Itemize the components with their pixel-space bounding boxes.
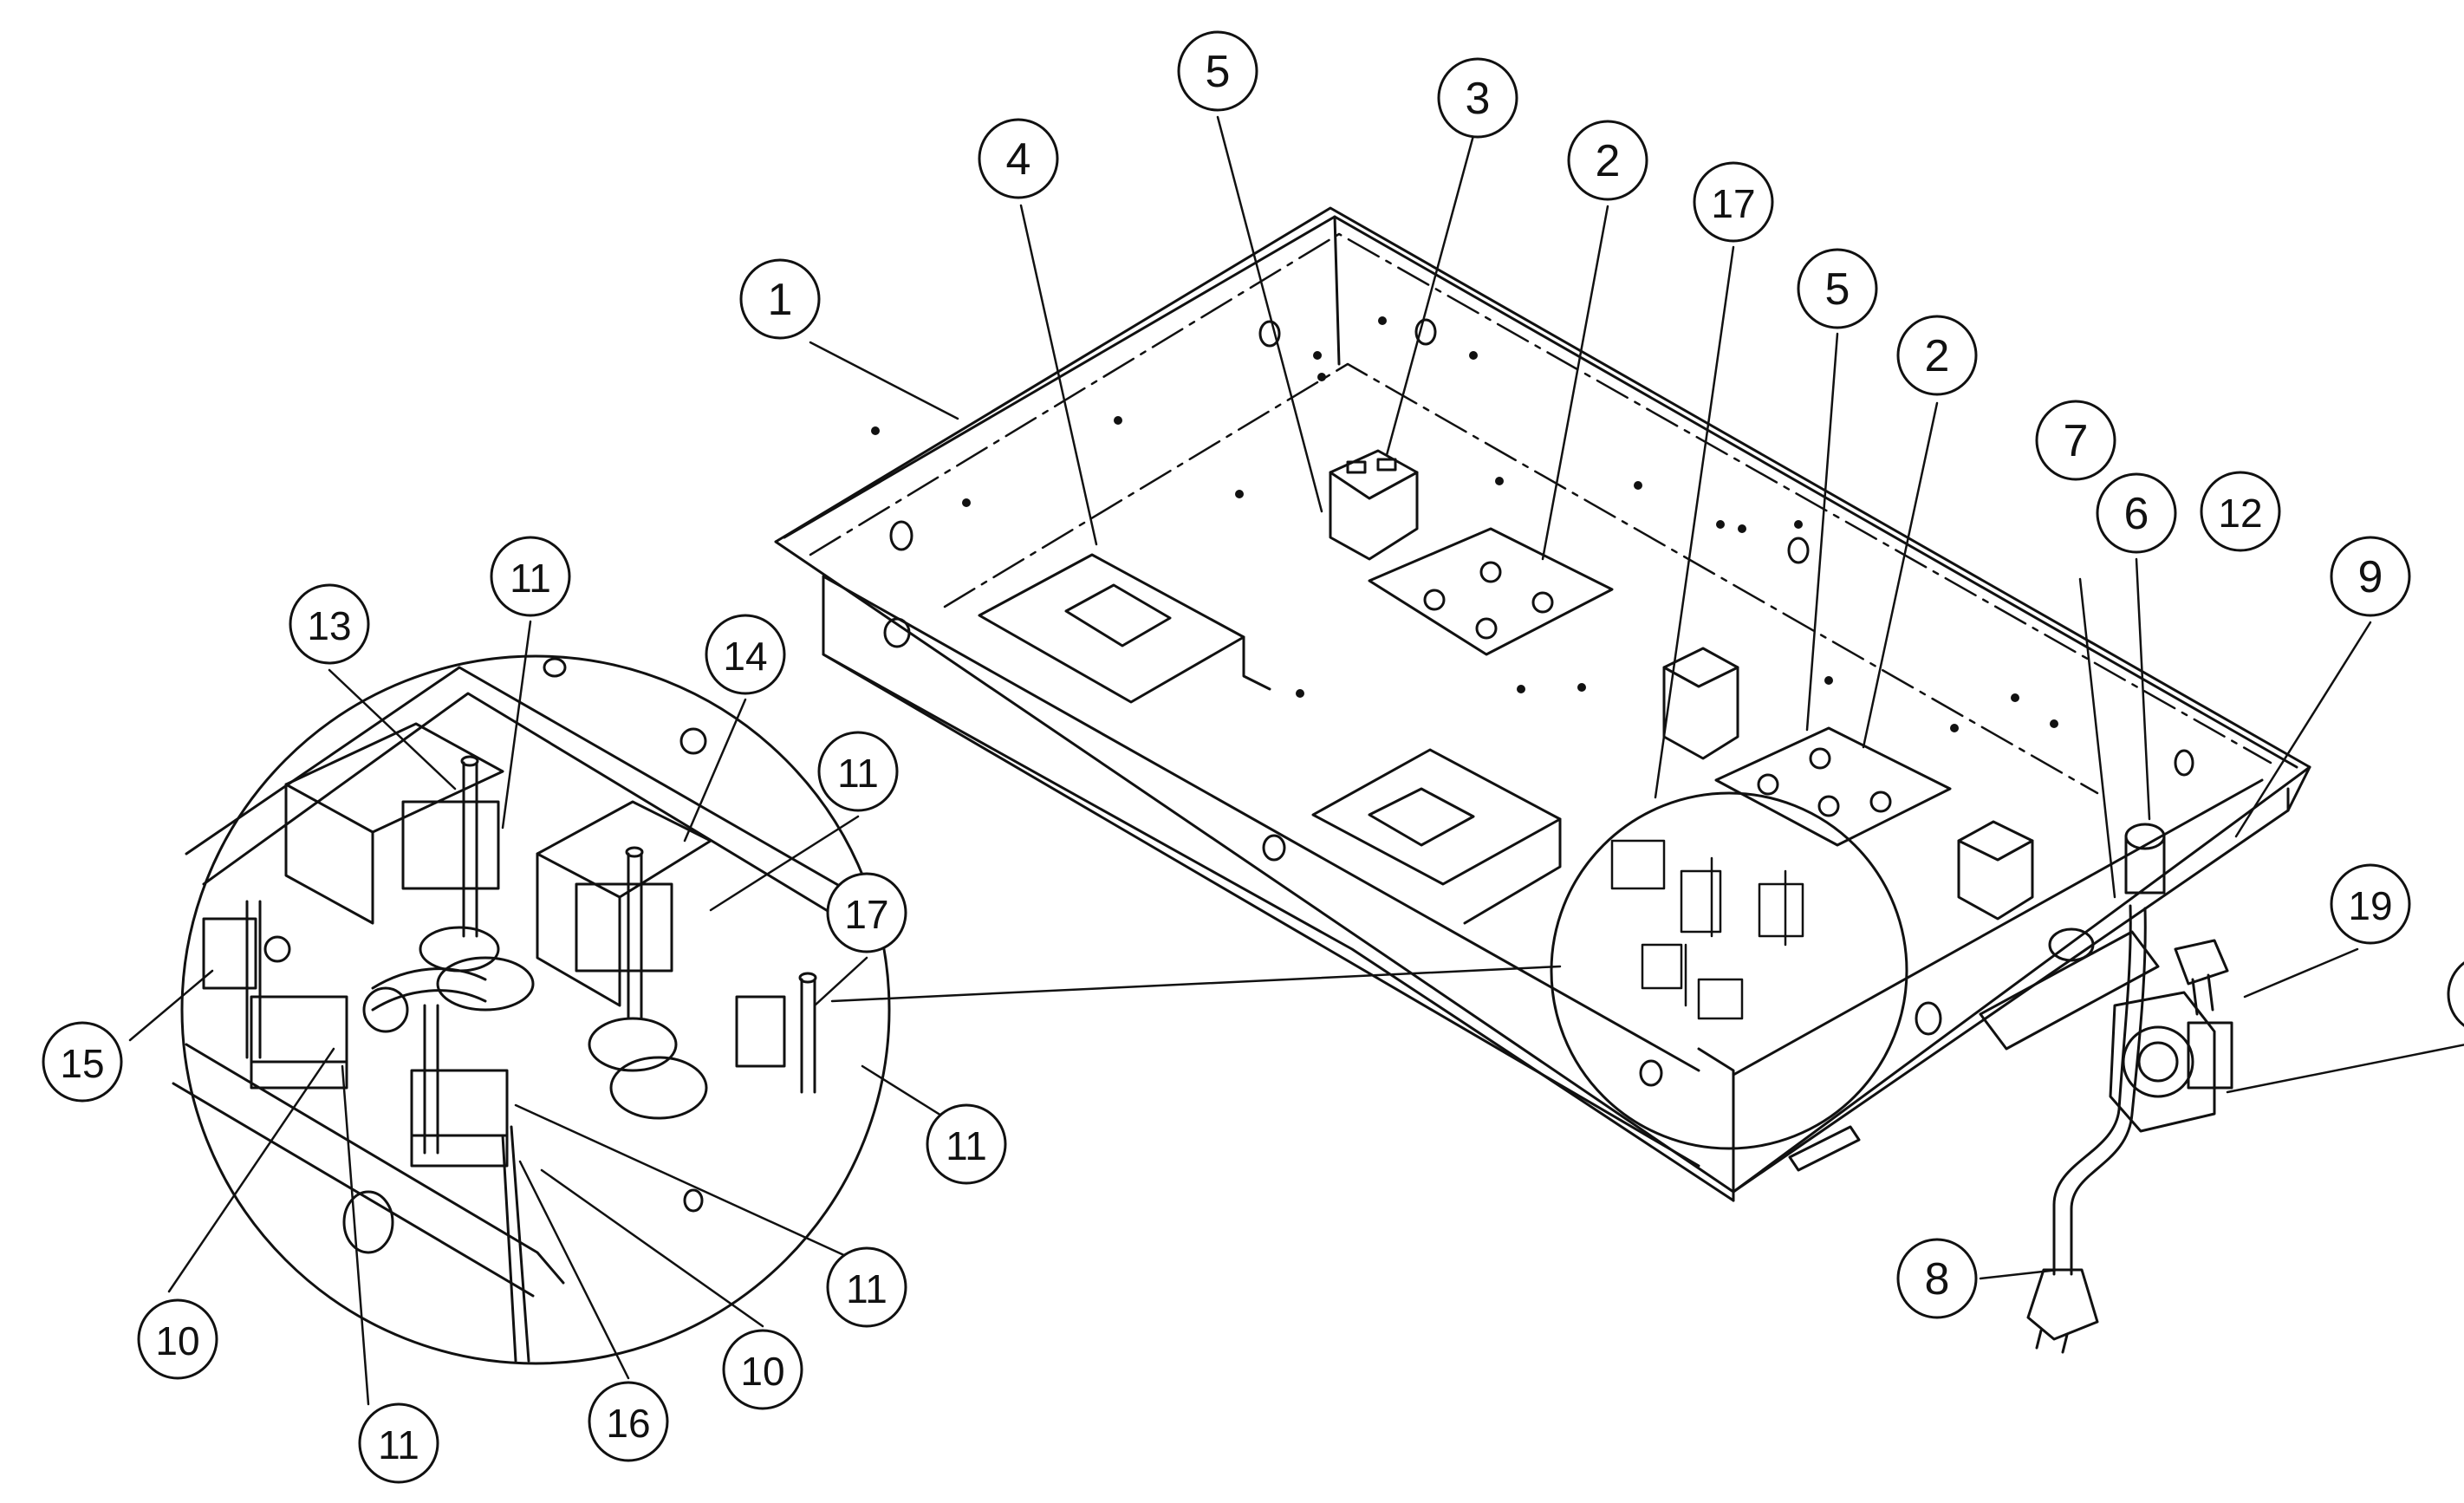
callout-number: 11 (946, 1123, 987, 1168)
callout-c11c: 11 (926, 1103, 1007, 1185)
callout-circle (1567, 120, 1648, 201)
callout-number: 11 (837, 751, 879, 796)
callout-circle (2035, 400, 2116, 481)
callout-c9: 9 (2330, 536, 2411, 617)
callout-number: 7 (2064, 416, 2089, 466)
callout-circle (2330, 536, 2411, 617)
callout-number: 14 (723, 634, 767, 679)
callout-circle (1896, 1238, 1978, 1319)
callout-c17b: 17 (826, 872, 907, 953)
detail-magnifier (172, 654, 1562, 1365)
callout-c10b: 10 (722, 1329, 803, 1410)
callout-circle (826, 872, 907, 953)
callout-layer: 1453217527612919188131114111715111011101… (42, 30, 2464, 1484)
callout-c11e: 11 (358, 1402, 439, 1484)
callout-number: 2 (1596, 136, 1621, 186)
callout-number: 9 (2358, 552, 2383, 602)
callout-c5a: 5 (1177, 30, 1258, 112)
callout-circle (722, 1329, 803, 1410)
callout-circle (1177, 30, 1258, 112)
callout-c5b: 5 (1797, 248, 1878, 329)
callout-circle (826, 1246, 907, 1328)
callout-number: 11 (378, 1422, 419, 1467)
callout-c19: 19 (2330, 863, 2411, 945)
callout-c18: 18 (2447, 961, 2464, 1027)
callout-circle (2200, 471, 2281, 552)
callout-c10a: 10 (137, 1298, 218, 1380)
callout-number: 1 (768, 275, 793, 325)
callout-c11b: 11 (817, 731, 899, 812)
callout-circle (817, 731, 899, 812)
callout-number: 19 (2348, 883, 2392, 928)
callout-c4: 4 (978, 118, 1059, 199)
callout-circle (358, 1402, 439, 1484)
callout-c2a: 2 (1567, 120, 1648, 201)
callout-circle (1693, 161, 1774, 243)
callout-c13: 13 (289, 583, 370, 665)
callout-number: 17 (1711, 181, 1755, 226)
callout-number: 13 (307, 603, 351, 648)
gas-valve-assembly (2109, 939, 2233, 1133)
callout-c15: 15 (42, 1021, 123, 1103)
callout-circle (926, 1103, 1007, 1185)
callout-circle (588, 1381, 669, 1462)
callout-c3: 3 (1437, 57, 1518, 139)
callout-number: 17 (844, 892, 888, 937)
callout-number: 15 (60, 1041, 104, 1086)
callout-number: 5 (1825, 264, 1850, 315)
callout-circle (2330, 863, 2411, 945)
callout-c8: 8 (1896, 1238, 1978, 1319)
callout-number: 8 (1925, 1254, 1950, 1305)
callout-circle (490, 536, 571, 617)
callout-number: 6 (2124, 489, 2149, 539)
callout-c7: 7 (2035, 400, 2116, 481)
callout-circle (1896, 315, 1978, 396)
callout-number: 12 (2218, 491, 2262, 536)
callout-circle (978, 118, 1059, 199)
callout-number: 10 (740, 1349, 784, 1394)
callout-number: 2 (1925, 331, 1950, 381)
callout-circle (2447, 961, 2464, 1027)
callout-c2b: 2 (1896, 315, 1978, 396)
callout-number: 11 (510, 556, 551, 601)
callout-c17a: 17 (1693, 161, 1774, 243)
callout-c14: 14 (705, 614, 786, 695)
callout-circle (705, 614, 786, 695)
callout-c12: 12 (2200, 471, 2281, 552)
callout-number: 10 (155, 1318, 199, 1363)
power-cord (2026, 904, 2147, 1354)
callout-circle (137, 1298, 218, 1380)
callout-circle (1437, 57, 1518, 139)
callout-c11a: 11 (490, 536, 571, 617)
callout-c11d: 11 (826, 1246, 907, 1328)
callout-number: 4 (1006, 134, 1031, 185)
tray-base-pan (774, 206, 2311, 1202)
callout-number: 3 (1466, 74, 1491, 124)
callout-number: 5 (1206, 47, 1231, 97)
callout-circle (739, 258, 821, 340)
callout-c16: 16 (588, 1381, 669, 1462)
callout-c6: 6 (2096, 472, 2177, 554)
callout-circle (42, 1021, 123, 1103)
callout-circle (2096, 472, 2177, 554)
callout-circle (1797, 248, 1878, 329)
callout-c1: 1 (739, 258, 821, 340)
callout-number: 16 (606, 1401, 650, 1446)
leader-lines (128, 115, 2464, 1406)
callout-circle (289, 583, 370, 665)
callout-number: 11 (846, 1266, 887, 1311)
